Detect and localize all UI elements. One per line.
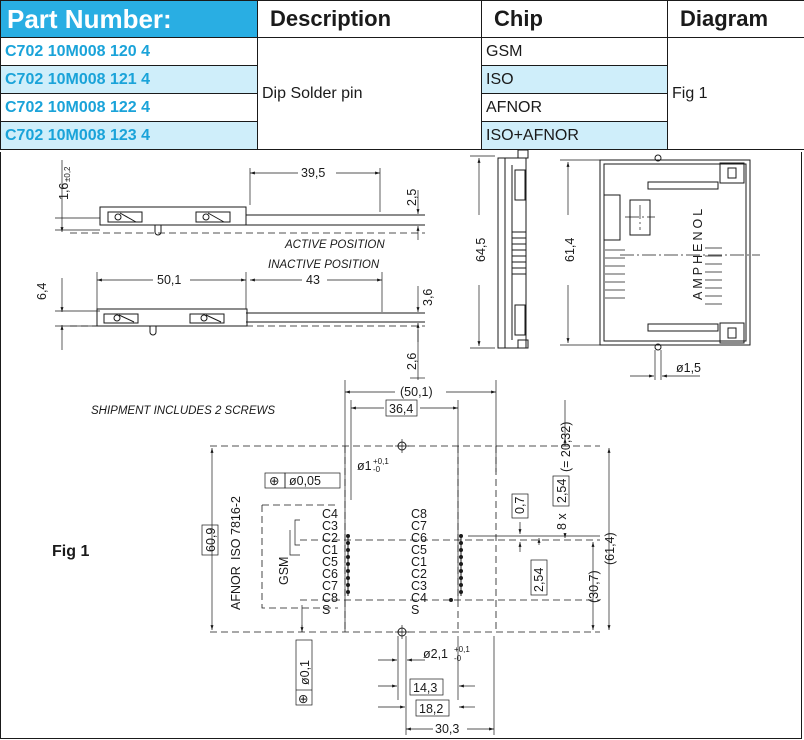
contact-label: C2: [411, 567, 427, 581]
contact-label: C1: [322, 543, 338, 557]
contact-label: C5: [322, 555, 338, 569]
fig-label: Fig 1: [52, 543, 89, 560]
inactive-position-label: INACTIVE POSITION: [268, 259, 380, 271]
dim-total-width-label: (50,1): [400, 385, 433, 399]
contact-label: C3: [322, 519, 338, 533]
dim-bottom-label: 2,6: [405, 353, 419, 370]
end-view-pins: [512, 231, 526, 275]
dim-07-label: 0,7: [513, 497, 527, 514]
dim-143-label: 14,3: [413, 681, 437, 695]
position-tol-label: ø0,05: [289, 474, 321, 488]
contact-label: C2: [322, 531, 338, 545]
top-view: 61,4: [560, 154, 760, 380]
dim-pitch-label: (= 20,32): [559, 422, 573, 472]
dim-right-total-label: (61,4): [603, 532, 617, 565]
dim-end-height-label: 64,5: [474, 238, 488, 262]
dim-pitch-box-label: 2,54: [555, 479, 569, 503]
contact-label: C6: [322, 567, 338, 581]
part-number-cell: C702 10M008 120 4: [0, 37, 258, 66]
end-view: 64,5: [470, 149, 529, 349]
top-view-pins: [605, 247, 722, 305]
table-row: C702 10M008 123 4 ISO+AFNOR: [0, 121, 804, 150]
contact-label: C7: [411, 519, 427, 533]
dim-right-half-label: (30,7): [587, 570, 601, 603]
dim-inactive-length-label: 50,1: [157, 273, 181, 287]
contact-label: C5: [411, 543, 427, 557]
contact-label: S: [411, 603, 419, 617]
dim-right-label: 2,5: [405, 189, 419, 206]
part-number-header: Part Number:: [0, 0, 258, 38]
contact-label: C8: [411, 507, 427, 521]
active-position-label: ACTIVE POSITION: [284, 239, 385, 251]
contact-label: C4: [322, 507, 338, 521]
contact-label: C4: [411, 591, 427, 605]
contact-label: C7: [322, 579, 338, 593]
contact-label: C8: [322, 591, 338, 605]
dim-254-label: 2,54: [532, 568, 546, 592]
dim-length-label: 39,5: [301, 166, 325, 180]
gsm-label: GSM: [277, 557, 291, 585]
side-view-active: 1,6 ±0,2 39,5 2,5 ACTIVE POSITION INACTI…: [55, 160, 425, 271]
hole-dia-label: ø1: [357, 459, 372, 473]
contact-label: C6: [411, 531, 427, 545]
dim-inactive-right-label: 3,6: [421, 289, 435, 306]
iso-label: ISO 7816-2: [229, 496, 243, 560]
side-view-inactive: 6,4 50,1 43 3,6 2,6: [35, 272, 435, 380]
footprint-view: SHIPMENT INCLUDES 2 SCREWS Fig 1 (50,1) …: [52, 380, 617, 736]
contact-label: S: [322, 603, 330, 617]
part-number-table: Part Number: Description Chip Diagram C7…: [0, 0, 804, 150]
pin-column-right: [459, 534, 463, 596]
dim-height-label: 1,6: [57, 183, 71, 200]
chip-cell: ISO: [481, 65, 668, 94]
contact-label: C1: [411, 555, 427, 569]
chip-cell: ISO+AFNOR: [481, 121, 668, 150]
dim-303-label: 30,3: [435, 722, 459, 736]
shipment-note: SHIPMENT INCLUDES 2 SCREWS: [91, 405, 275, 417]
part-number-cell: C702 10M008 122 4: [0, 93, 258, 122]
chip-header: Chip: [481, 0, 668, 38]
part-number-cell: C702 10M008 123 4: [0, 121, 258, 150]
brand-label: AMPHENOL: [691, 206, 705, 300]
position-tol-symbol: ⊕: [269, 474, 279, 488]
chip-cell: AFNOR: [481, 93, 668, 122]
drawing-frame: [0, 152, 802, 739]
dim-pitch-count-label: 8 x: [555, 513, 569, 530]
dim-182-label: 18,2: [419, 702, 443, 716]
pin-column-left: [346, 534, 350, 596]
contact-labels-right: C8 C7 C6 C5 C1 C2 C3 C4 S: [411, 507, 427, 617]
afnor-label: AFNOR: [229, 566, 243, 610]
hole-dia-label: ø1,5: [676, 361, 701, 375]
screw-dia-tol-plus: +0,1: [454, 645, 470, 654]
dim-left-height-label: 60,9: [204, 528, 218, 552]
dim-inactive-len2-label: 43: [306, 273, 320, 287]
dim-height-tolerance: ±0,2: [63, 166, 72, 182]
dim-hole-offset-label: 36,4: [389, 402, 413, 416]
dim-inactive-height-label: 6,4: [35, 283, 49, 300]
dim-top-height-label: 61,4: [563, 238, 577, 262]
table-row: C702 10M008 122 4 AFNOR: [0, 93, 804, 122]
diagram-cell: Fig 1: [667, 37, 804, 150]
diagram-header: Diagram: [667, 0, 804, 38]
position-tol-vertical-label: ø0,1: [298, 660, 312, 685]
hole-dia-tol-plus: +0,1: [373, 457, 389, 466]
contact-labels-left: C4 C3 C2 C1 C5 C6 C7 C8 S: [322, 507, 338, 617]
hole-dia-tol-minus: -0: [373, 465, 381, 474]
screw-dia-label: ø2,1: [423, 647, 448, 661]
position-tol-vertical-symbol: ⊕: [298, 692, 308, 706]
contact-label: C3: [411, 579, 427, 593]
